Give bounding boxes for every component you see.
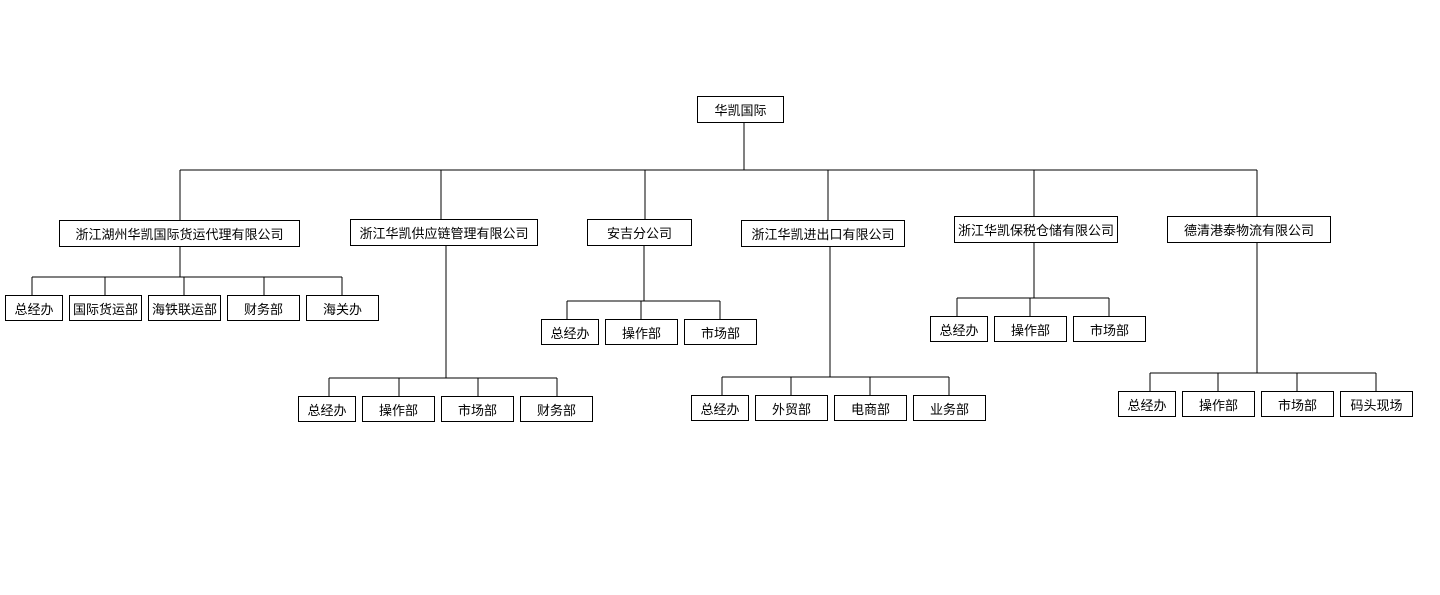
department-node: 操作部 [362,396,435,422]
company-node: 浙江华凯供应链管理有限公司 [350,219,538,246]
department-node: 市场部 [1073,316,1146,342]
department-node: 操作部 [605,319,678,345]
department-node: 电商部 [834,395,907,421]
department-node: 市场部 [1261,391,1334,417]
company-node: 德清港泰物流有限公司 [1167,216,1331,243]
department-node: 总经办 [298,396,356,422]
department-node: 海铁联运部 [148,295,221,321]
department-node: 总经办 [1118,391,1176,417]
company-node: 安吉分公司 [587,219,692,246]
department-node: 总经办 [541,319,599,345]
department-node: 财务部 [227,295,300,321]
department-node: 总经办 [691,395,749,421]
company-node: 浙江华凯进出口有限公司 [741,220,905,247]
root-node: 华凯国际 [697,96,784,123]
department-node: 市场部 [441,396,514,422]
department-node: 海关办 [306,295,379,321]
department-node: 财务部 [520,396,593,422]
department-node: 操作部 [1182,391,1255,417]
company-node: 浙江湖州华凯国际货运代理有限公司 [59,220,300,247]
department-node: 业务部 [913,395,986,421]
department-node: 国际货运部 [69,295,142,321]
department-node: 市场部 [684,319,757,345]
company-node: 浙江华凯保税仓储有限公司 [954,216,1118,243]
department-node: 总经办 [930,316,988,342]
department-node: 外贸部 [755,395,828,421]
department-node: 码头现场 [1340,391,1413,417]
department-node: 总经办 [5,295,63,321]
department-node: 操作部 [994,316,1067,342]
